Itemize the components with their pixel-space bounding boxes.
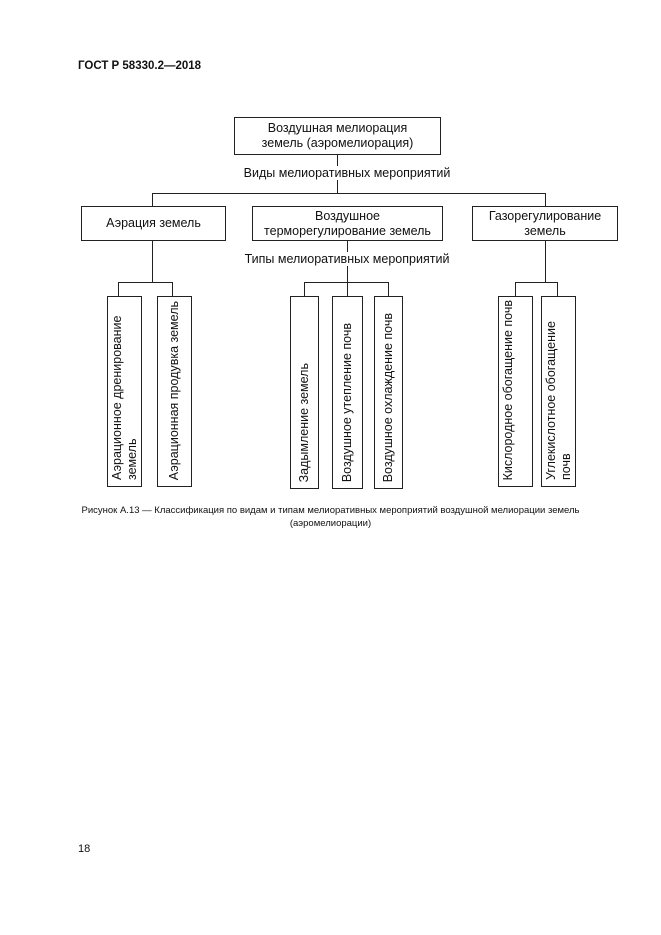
connector — [545, 240, 546, 282]
type-box: Воздушное утепление почв — [332, 296, 363, 489]
root-box: Воздушная мелиорация земель (аэромелиора… — [234, 117, 441, 155]
kind-box: Воздушное терморегулирование земель — [252, 206, 443, 241]
connector — [118, 282, 173, 283]
type-box: Воздушное охлаждение почв — [374, 296, 403, 489]
connector — [304, 282, 305, 296]
kind-text: Воздушное терморегулирование земель — [264, 208, 431, 238]
connector — [515, 282, 558, 283]
connector — [118, 282, 119, 296]
connector — [557, 282, 558, 296]
kinds-label: Виды мелиоративных мероприятий — [241, 166, 453, 180]
document-header: ГОСТ Р 58330.2—2018 — [78, 60, 202, 72]
connector — [304, 282, 389, 283]
type-box: Задымление земель — [290, 296, 319, 489]
types-label: Типы мелиоративных мероприятий — [242, 252, 452, 266]
kind-box: Газорегулирование земель — [472, 206, 618, 241]
connector — [152, 193, 546, 194]
type-text: Аэрационная продувка земель — [167, 300, 181, 480]
connector — [152, 193, 153, 206]
caption-line: (аэромелиорации) — [289, 518, 372, 529]
page-number: 18 — [78, 843, 91, 855]
kind-text: Газорегулирование земель — [488, 208, 602, 238]
type-text: Углекислотное обогащение почв — [543, 321, 573, 480]
root-text: Воздушная мелиорация земель (аэромелиора… — [261, 121, 414, 150]
type-box: Кислородное обогащение почв — [498, 296, 533, 487]
kind-box: Аэрация земель — [81, 206, 226, 241]
connector — [545, 193, 546, 206]
type-text: Задымление земель — [297, 362, 311, 482]
type-text: Кислородное обогащение почв — [500, 299, 515, 480]
type-box: Углекислотное обогащение почв — [541, 296, 576, 487]
kind-text: Аэрация земель — [106, 216, 201, 230]
connector — [172, 282, 173, 296]
type-text: Воздушное охлаждение почв — [381, 312, 395, 482]
figure-caption: Рисунок А.13 — Классификация по видам и … — [40, 504, 621, 530]
type-text: Воздушное утепление почв — [340, 322, 354, 482]
type-box: Аэрационная продувка земель — [157, 296, 192, 487]
caption-line: Рисунок А.13 — Классификация по видам и … — [81, 505, 580, 516]
type-text: Аэрационное дренирование земель — [109, 315, 139, 480]
connector — [152, 240, 153, 282]
connector — [388, 282, 389, 296]
connector — [515, 282, 516, 296]
type-box: Аэрационное дренирование земель — [107, 296, 142, 487]
connector — [347, 282, 348, 296]
